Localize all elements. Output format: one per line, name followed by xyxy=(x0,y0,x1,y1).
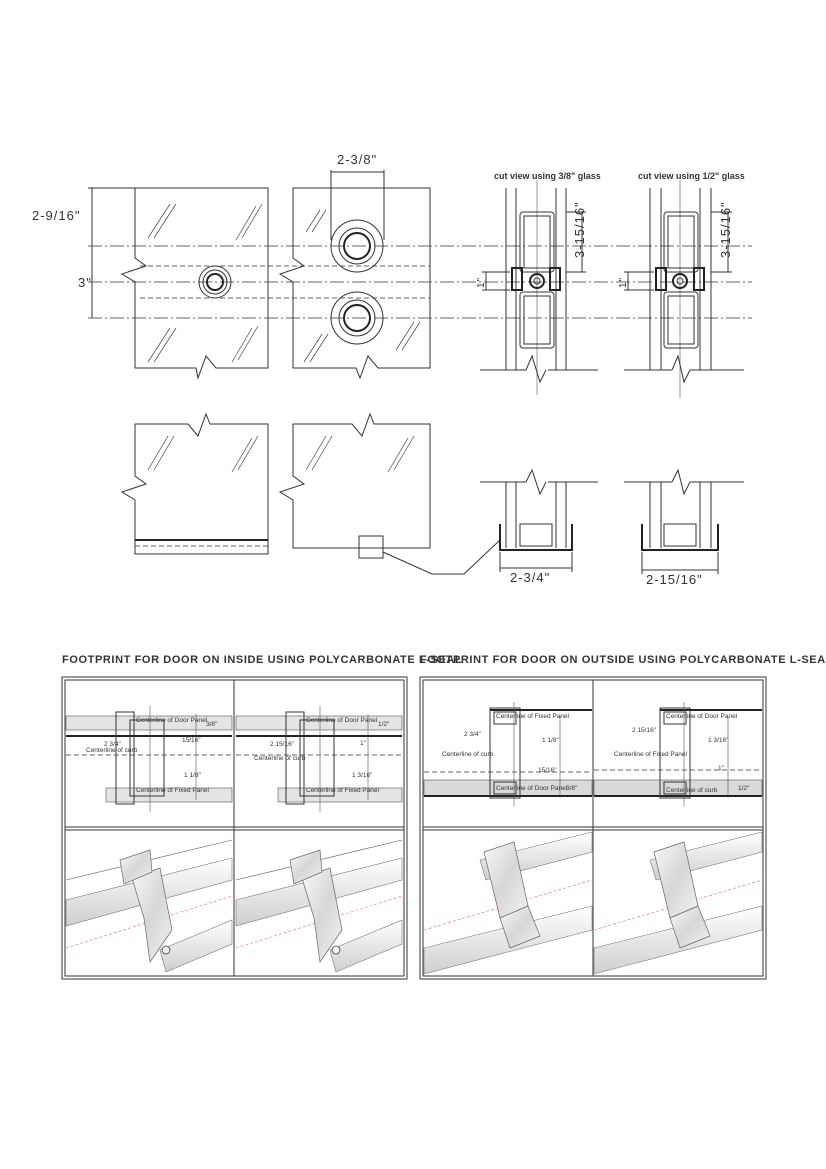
cl-fixed-label: Centerline of Fixed Panel xyxy=(306,787,380,794)
dim-outside-right-3: 1" xyxy=(718,765,725,772)
dim-inside-right-1: 1/2" xyxy=(378,721,390,728)
cl-curb-label: Centerline of curb xyxy=(442,751,494,758)
cl-fixed-label: Centerline of Fixed Panel xyxy=(136,787,210,794)
seal-detail-marker xyxy=(358,535,384,559)
cl-curb-label: Centerline of curb xyxy=(666,787,718,794)
seal-cut-view-3-8: 2-3/4" xyxy=(480,468,598,585)
footprint-inside-frame xyxy=(61,676,408,980)
dim-inside-left-3: 2 3/4" xyxy=(104,741,121,748)
dim-2-15-16: 2-15/16" xyxy=(646,572,703,587)
cut-view-3-8-label: cut view using 3/8" glass xyxy=(494,171,601,181)
dim-2-3-4: 2-3/4" xyxy=(510,570,550,585)
dim-inside-left-4: 1 1/8" xyxy=(184,772,201,779)
dim-outside-left-1: 2 3/4" xyxy=(464,731,481,738)
dim-outside-right-2: 1 3/16" xyxy=(708,737,729,744)
seal-cut-view-1-2: 2-15/16" xyxy=(624,468,744,587)
dim-inside-left-2: 15/16" xyxy=(182,737,201,744)
dim-inside-right-3: 2 15/16" xyxy=(270,741,295,748)
dim-2-9-16: 2-9/16" xyxy=(32,208,80,223)
plan-inside-3-8: Centerline of Door Panel Centerline of c… xyxy=(65,706,233,812)
render-inside-1-2 xyxy=(235,839,403,973)
cl-curb-label: Centerline of curb xyxy=(86,747,138,754)
cl-door-label: Centerline of Door Panel xyxy=(666,713,738,720)
dim-2-3-8: 2-3/8" xyxy=(337,152,377,167)
render-outside-3-8 xyxy=(423,831,593,975)
hinge-round-large-bottom xyxy=(330,291,384,345)
dim-outside-right-1: 2 15/16" xyxy=(632,727,657,734)
cl-fixed-label: Centerline of Fixed Panel xyxy=(496,713,570,720)
footprint-outside-frame xyxy=(419,676,767,980)
cl-door-label: Centerline of Door Panel xyxy=(496,785,568,792)
dim-outside-left-2: 1 1/8" xyxy=(542,737,559,744)
dim-3: 3" xyxy=(78,275,92,290)
cut-view-1-2-label: cut view using 1/2" glass xyxy=(638,171,745,181)
dim-inside-right-2: 1" xyxy=(360,740,367,747)
hinge-round-large-top xyxy=(330,219,384,273)
front-elevation-views: 2-9/16" 3" xyxy=(32,152,752,575)
cl-curb-label: Centerline of curb xyxy=(254,755,306,762)
dim-inside-right-4: 1 3/16" xyxy=(352,772,373,779)
dim-outside-left-3: 15/16" xyxy=(538,767,557,774)
dim-1-b: 1" xyxy=(618,277,629,288)
cl-fixed-label: Centerline of Fixed Panel xyxy=(614,751,688,758)
dim-1-a: 1" xyxy=(476,277,487,288)
plan-outside-3-8: Centerline of Fixed Panel Centerline of … xyxy=(423,702,593,806)
dim-inside-left-1: 3/8" xyxy=(206,721,218,728)
cut-view-1-2-glass: cut view using 1/2" glass 3-15/16" 1" xyxy=(618,171,745,398)
dim-outside-left-4: 3/8" xyxy=(566,785,578,792)
hinge-round-small xyxy=(198,265,232,299)
cl-door-label: Centerline of Door Panel xyxy=(306,717,378,724)
render-outside-1-2 xyxy=(593,831,763,975)
footprint-outside-title: FOOTPRINT FOR DOOR ON OUTSIDE USING POLY… xyxy=(420,654,826,666)
dim-outside-right-4: 1/2" xyxy=(738,785,750,792)
cut-view-3-8-glass: cut view using 3/8" glass 3-15/16" 1" xyxy=(476,171,601,395)
cl-door-label: Centerline of Door Panel xyxy=(136,717,208,724)
dim-3-15-16-b: 3-15/16" xyxy=(718,201,733,258)
plan-inside-1-2: Centerline of Door Panel Centerline of c… xyxy=(235,706,403,812)
plan-outside-1-2: Centerline of Door Panel Centerline of F… xyxy=(593,702,763,806)
render-inside-3-8 xyxy=(65,839,233,973)
dim-3-15-16-a: 3-15/16" xyxy=(572,201,587,258)
footprint-inside-title: FOOTPRINT FOR DOOR ON INSIDE USING POLYC… xyxy=(62,654,462,666)
